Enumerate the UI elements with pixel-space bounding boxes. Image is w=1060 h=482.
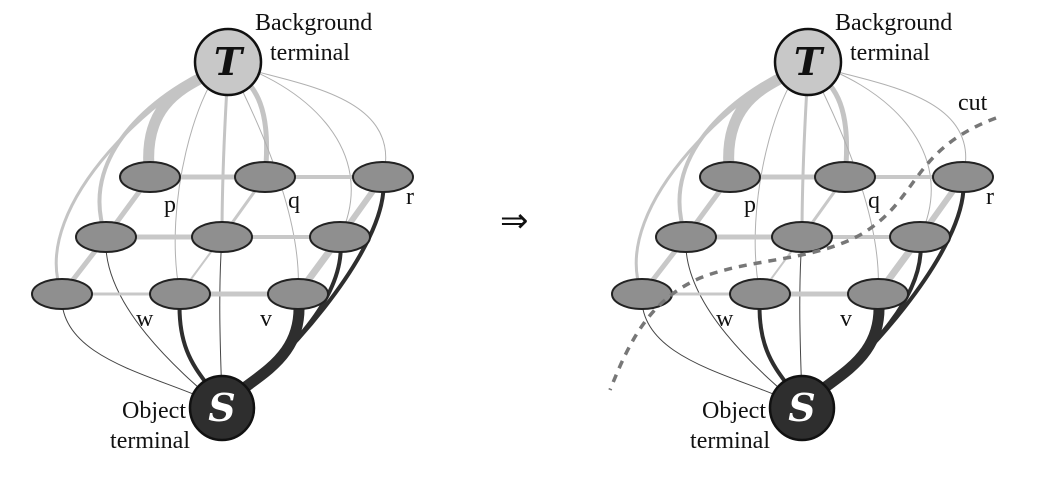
node-label-q: q bbox=[288, 188, 300, 214]
pixel-node-w bbox=[611, 278, 673, 310]
pixel-node-p bbox=[699, 161, 761, 193]
pixel-node-q bbox=[234, 161, 296, 193]
node-label-p: p bbox=[744, 192, 756, 218]
pixel-node-c bbox=[309, 221, 371, 253]
pixel-node-v bbox=[267, 278, 329, 310]
pixel-node-b bbox=[771, 221, 833, 253]
pixel-node-b bbox=[191, 221, 253, 253]
node-label-p: p bbox=[164, 192, 176, 218]
pixel-node-m bbox=[729, 278, 791, 310]
object-terminal-label-2: terminal bbox=[690, 428, 770, 454]
object-terminal-node bbox=[188, 374, 256, 442]
node-label-w: w bbox=[716, 306, 734, 332]
node-label-r: r bbox=[986, 184, 994, 210]
pixel-node-r bbox=[352, 161, 414, 193]
object-terminal-symbol: S bbox=[788, 385, 815, 430]
object-terminal-label: Object bbox=[122, 398, 186, 424]
pixel-node-w bbox=[31, 278, 93, 310]
background-terminal-node bbox=[773, 27, 843, 97]
node-label-v: v bbox=[260, 306, 272, 332]
pixel-node-v bbox=[847, 278, 909, 310]
node-label-q: q bbox=[868, 188, 880, 214]
background-terminal-label-2: terminal bbox=[270, 40, 350, 66]
background-terminal-symbol: T bbox=[794, 39, 825, 84]
cut-line bbox=[608, 116, 997, 391]
node-label-r: r bbox=[406, 184, 414, 210]
transform-arrow: ⇒ bbox=[500, 201, 529, 241]
pixel-node-c bbox=[889, 221, 951, 253]
pixel-node-m bbox=[149, 278, 211, 310]
cut-label: cut bbox=[958, 90, 988, 116]
object-terminal-symbol: S bbox=[208, 385, 235, 430]
background-terminal-label: Background bbox=[835, 10, 952, 36]
background-terminal-node bbox=[193, 27, 263, 97]
node-label-v: v bbox=[840, 306, 852, 332]
node-label-w: w bbox=[136, 306, 154, 332]
background-terminal-symbol: T bbox=[214, 39, 245, 84]
pixel-node-r bbox=[932, 161, 994, 193]
object-terminal-node bbox=[768, 374, 836, 442]
object-terminal-label: Object bbox=[702, 398, 766, 424]
object-terminal-label-2: terminal bbox=[110, 428, 190, 454]
pixel-node-a bbox=[75, 221, 137, 253]
pixel-node-a bbox=[655, 221, 717, 253]
background-terminal-label: Background bbox=[255, 10, 372, 36]
pixel-node-p bbox=[119, 161, 181, 193]
pixel-node-q bbox=[814, 161, 876, 193]
background-terminal-label-2: terminal bbox=[850, 40, 930, 66]
